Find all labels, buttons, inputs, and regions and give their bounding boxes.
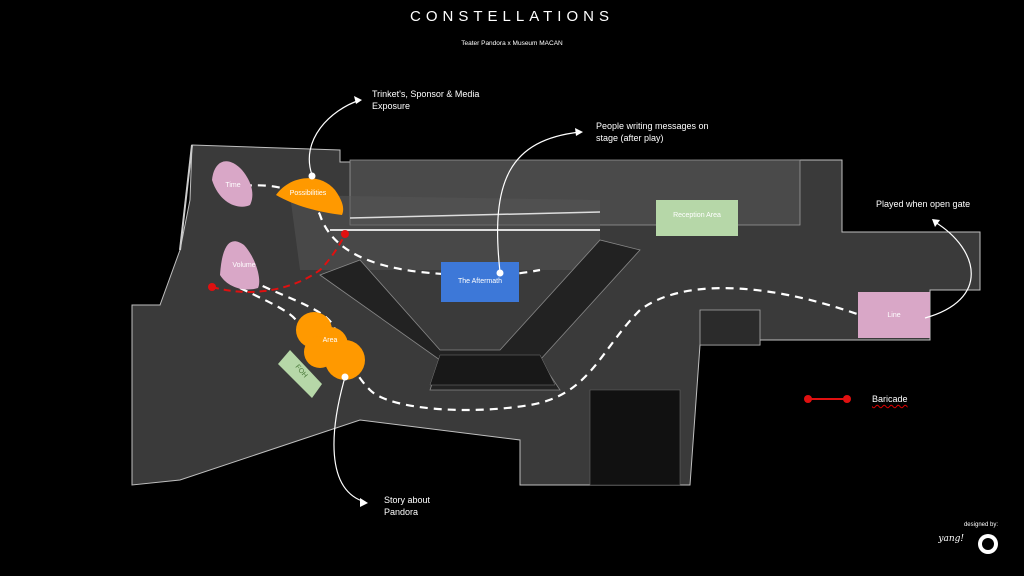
page-title: CONSTELLATIONS bbox=[410, 8, 614, 25]
zone-area bbox=[296, 312, 365, 380]
zone-foh bbox=[278, 350, 322, 398]
zone-time-label: Time bbox=[225, 182, 241, 189]
zone-line-label: Line bbox=[887, 312, 901, 319]
zone-possibilities-label: Possibilities bbox=[289, 190, 327, 197]
page-subtitle: Teater Pandora x Museum MACAN bbox=[461, 40, 563, 47]
arrow-gate bbox=[924, 221, 972, 319]
baricade-end-icon bbox=[341, 230, 349, 238]
zone-volume bbox=[220, 241, 260, 290]
annotation-arrows bbox=[308, 99, 972, 503]
zone-aftermath-label: The Aftermath bbox=[458, 278, 502, 285]
note-story: Story about Pandora bbox=[384, 495, 431, 517]
seating-block bbox=[319, 239, 641, 391]
arrow-story bbox=[333, 376, 366, 503]
zone-possibilities bbox=[276, 178, 344, 215]
zone-time bbox=[212, 161, 253, 207]
baricade-end-icon bbox=[208, 283, 216, 291]
arrow-messages bbox=[497, 131, 581, 273]
anchor-dots bbox=[308, 172, 504, 381]
designer-signature: yang! bbox=[938, 534, 964, 544]
zone-reception bbox=[656, 200, 738, 236]
zone-aftermath bbox=[441, 262, 519, 302]
arrow-trinkets bbox=[308, 99, 361, 176]
legend-baricade-label: Baricade bbox=[872, 394, 908, 404]
note-messages: People writing messages on stage (after … bbox=[596, 121, 709, 143]
zone-area-label: Area bbox=[322, 337, 338, 344]
legend-baricade-icon bbox=[804, 395, 851, 403]
note-gate: Played when open gate bbox=[876, 199, 971, 209]
zone-line bbox=[858, 292, 930, 338]
plan-baricade bbox=[211, 233, 346, 293]
note-trinkets: Trinket's, Sponsor & Media Exposure bbox=[372, 89, 480, 111]
designed-by-label: designed by: bbox=[963, 522, 998, 528]
zone-reception-label: Reception Area bbox=[673, 212, 721, 219]
zone-volume-label: Volume bbox=[232, 262, 256, 269]
arrow-heads bbox=[354, 96, 940, 507]
designer-logo-icon bbox=[978, 534, 998, 554]
